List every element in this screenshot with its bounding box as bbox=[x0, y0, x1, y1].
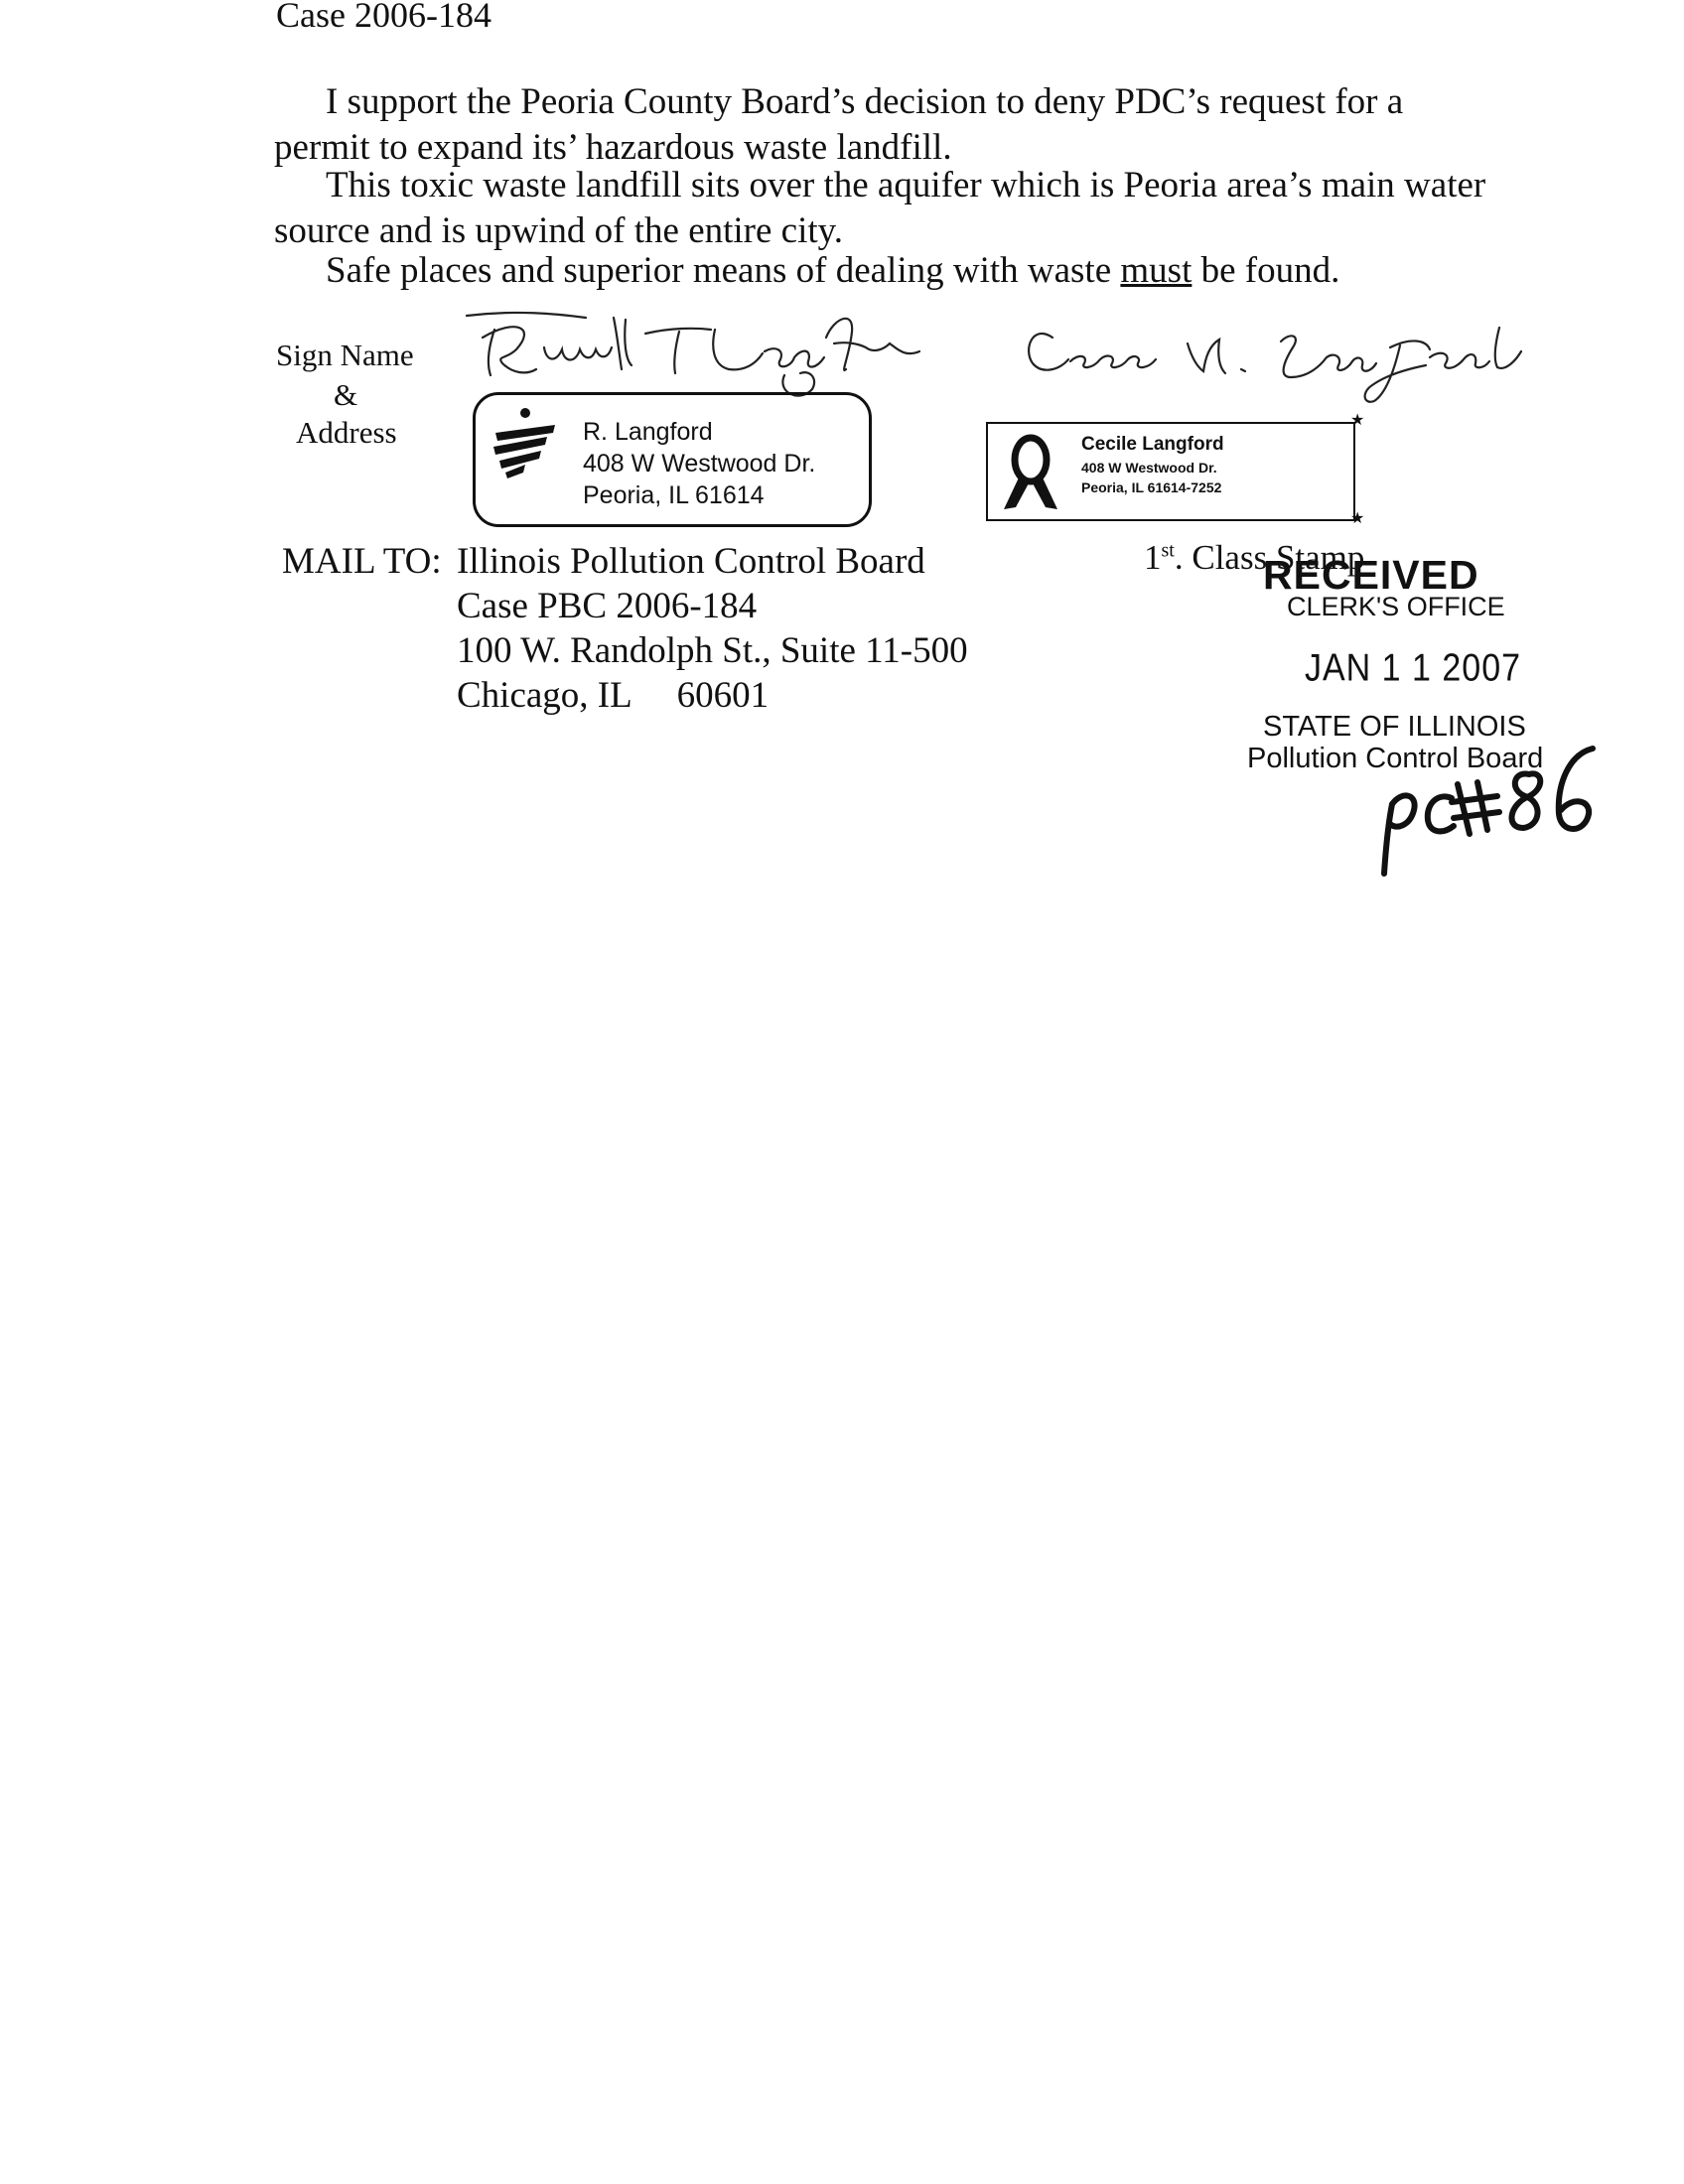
ampersand-label: & bbox=[334, 377, 358, 412]
paragraph-support: I support the Peoria County Board’s deci… bbox=[274, 79, 1505, 171]
signature-cecile bbox=[1028, 326, 1523, 403]
running-figures-icon bbox=[493, 408, 555, 478]
paragraph-aquifer: This toxic waste landfill sits over the … bbox=[274, 163, 1505, 254]
received-stamp-date: JAN 1 1 2007 bbox=[1305, 646, 1522, 690]
handwritten-pc86-mark bbox=[1381, 746, 1596, 877]
paragraph-safe-places-end: be found. bbox=[1192, 250, 1340, 291]
case-number-header: Case 2006-184 bbox=[276, 0, 491, 35]
mail-address-line-1: Illinois Pollution Control Board bbox=[457, 541, 925, 582]
paragraph-support-text: I support the Peoria County Board’s deci… bbox=[274, 81, 1404, 168]
underlined-must: must bbox=[1120, 250, 1193, 291]
signature-russell bbox=[465, 311, 921, 397]
paragraph-safe-places: Safe places and superior means of dealin… bbox=[274, 248, 1505, 294]
signatures-drawing bbox=[465, 311, 1523, 403]
mail-address-line-2: Case PBC 2006-184 bbox=[457, 586, 758, 626]
star-icon: ★ bbox=[1350, 508, 1365, 527]
stamp-2-city: Peoria, IL 61614-7252 bbox=[1081, 479, 1222, 495]
paragraph-safe-places-text: Safe places and superior means of dealin… bbox=[326, 250, 1121, 291]
postage-rest: . Class Stamp bbox=[1174, 538, 1365, 577]
mail-address-line-3: 100 W. Randolph St., Suite 11-500 bbox=[457, 630, 968, 671]
stamp-1-street: 408 W Westwood Dr. bbox=[583, 450, 816, 478]
postage-note: 1st. Class Stamp bbox=[1144, 538, 1364, 578]
address-stamp-russell: R. Langford 408 W Westwood Dr. Peoria, I… bbox=[473, 392, 872, 527]
sign-name-label: Sign Name bbox=[276, 338, 414, 372]
stamp-2-street: 408 W Westwood Dr. bbox=[1081, 460, 1217, 476]
postage-num: 1 bbox=[1144, 538, 1162, 577]
address-stamp-cecile: Cecile Langford 408 W Westwood Dr. Peori… bbox=[986, 422, 1355, 521]
paragraph-aquifer-text: This toxic waste landfill sits over the … bbox=[274, 165, 1486, 251]
mail-to-label: MAIL TO: bbox=[282, 541, 442, 582]
stamp-2-name: Cecile Langford bbox=[1081, 434, 1224, 455]
received-stamp-state: STATE OF ILLINOIS bbox=[1263, 711, 1526, 743]
stamp-1-name: R. Langford bbox=[583, 418, 713, 446]
received-stamp-board: Pollution Control Board bbox=[1247, 743, 1544, 774]
ribbon-icon bbox=[1004, 434, 1057, 509]
address-label: Address bbox=[296, 415, 397, 450]
stamp-1-city: Peoria, IL 61614 bbox=[583, 481, 765, 509]
received-stamp-title: RECEIVED bbox=[1263, 552, 1479, 598]
star-icon: ★ bbox=[1350, 410, 1365, 429]
received-stamp-office: CLERK'S OFFICE bbox=[1287, 592, 1505, 621]
postage-sup: st bbox=[1161, 539, 1175, 562]
mail-address-line-4: Chicago, IL 60601 bbox=[457, 675, 770, 716]
